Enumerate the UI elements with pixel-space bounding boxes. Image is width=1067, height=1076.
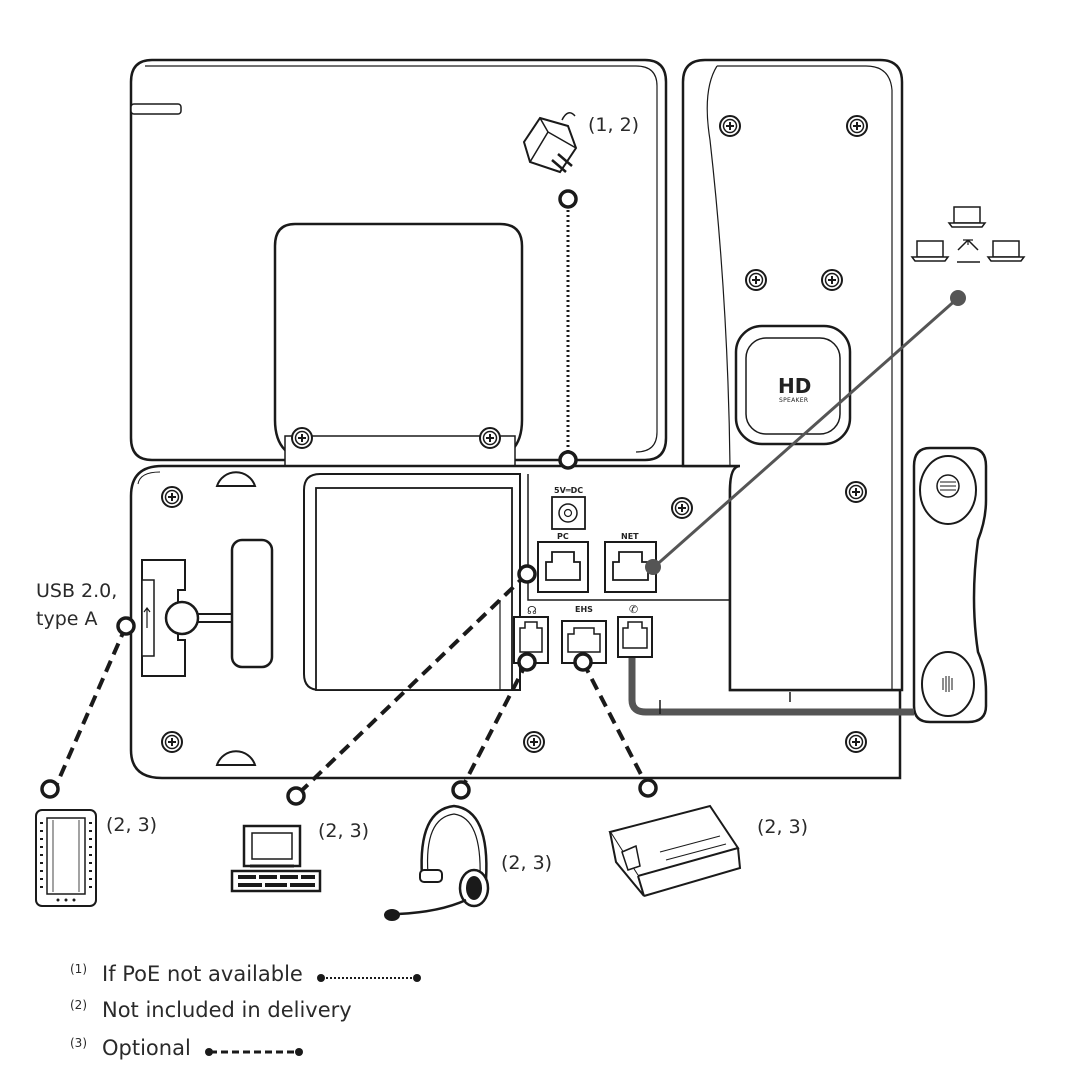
legend-text: If PoE not available [102,962,303,986]
legend-number: (1) [70,962,87,976]
computer-icon [230,824,322,893]
headset-line [459,661,529,791]
pc-line [294,572,529,798]
expansion-module-callout: (2, 3) [106,814,158,836]
slot-left [230,538,274,669]
pc-port [537,541,589,593]
pc-port-label: PC [557,532,569,541]
headset-port-symbol: ☊ [527,604,537,617]
legend-text: Optional [102,1036,191,1060]
legend-text: Not included in delivery [102,998,352,1022]
handset-port [617,616,653,658]
ehs-line [581,661,650,789]
legend-item: (3) Optional [70,1036,191,1060]
usb-callout-line2: type A [36,608,98,630]
net-port [604,541,657,593]
handset-cradle [681,58,904,692]
legend-line-dotted [317,974,421,982]
power-adapter-callout: (1, 2) [588,114,640,136]
legend-number: (2) [70,998,87,1012]
expansion-module-icon [35,809,97,907]
ehs-port [561,620,607,664]
usb-port [141,559,232,677]
usb-line [54,625,128,787]
connection-lines [54,200,959,798]
hd-speaker-title: HD [778,374,812,398]
ehs-adapter-icon [608,804,742,897]
power-adapter-icon [522,112,578,174]
connector-markers [40,189,658,806]
legend-line-dashed [205,1048,303,1056]
headset-icon [384,804,490,921]
dc-port-label: 5V═DC [554,486,584,495]
usb-callout-line1: USB 2.0, [36,580,118,602]
stand-bracket [273,222,524,452]
handset-cord [628,634,914,716]
legend-number: (3) [70,1036,87,1050]
dc-port [551,496,586,530]
ehs-port-label: EHS [575,605,593,614]
handset [912,446,988,724]
legend-item: (2) Not included in delivery [70,998,352,1022]
network-icon [911,206,1025,263]
net-line [652,296,959,570]
headset-callout: (2, 3) [501,852,553,874]
net-port-label: NET [621,532,639,541]
handset-port-symbol: ✆ [629,603,639,616]
pc-callout: (2, 3) [318,820,370,842]
legend-item: (1) If PoE not available [70,962,303,986]
ehs-adapter-callout: (2, 3) [757,816,809,838]
hd-speaker-subtitle: SPEAKER [779,397,809,404]
